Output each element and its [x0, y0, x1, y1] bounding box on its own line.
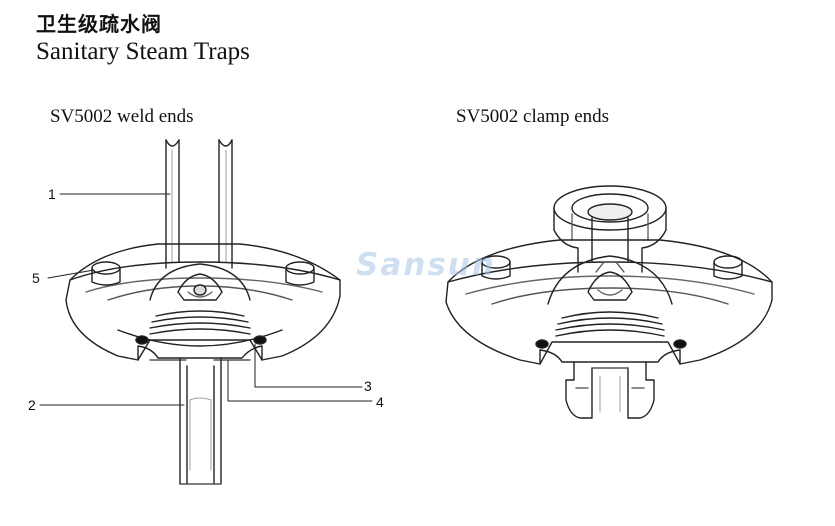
figure-caption-clamp-ends: SV5002 clamp ends	[456, 106, 610, 127]
callout-4: 4	[376, 394, 384, 410]
weld-ends-drawing	[40, 140, 372, 484]
callout-2: 2	[28, 397, 36, 413]
watermark-logo: Sansun	[356, 247, 496, 283]
page-title-chinese: 卫生级疏水阀	[36, 12, 162, 36]
clamp-ends-drawing	[446, 186, 772, 418]
callout-3: 3	[364, 378, 372, 394]
figure-caption-weld-ends: SV5002 weld ends	[50, 106, 194, 127]
callout-5: 5	[32, 270, 40, 286]
callout-1: 1	[48, 186, 56, 202]
page-title-english: Sanitary Steam Traps	[36, 38, 250, 65]
